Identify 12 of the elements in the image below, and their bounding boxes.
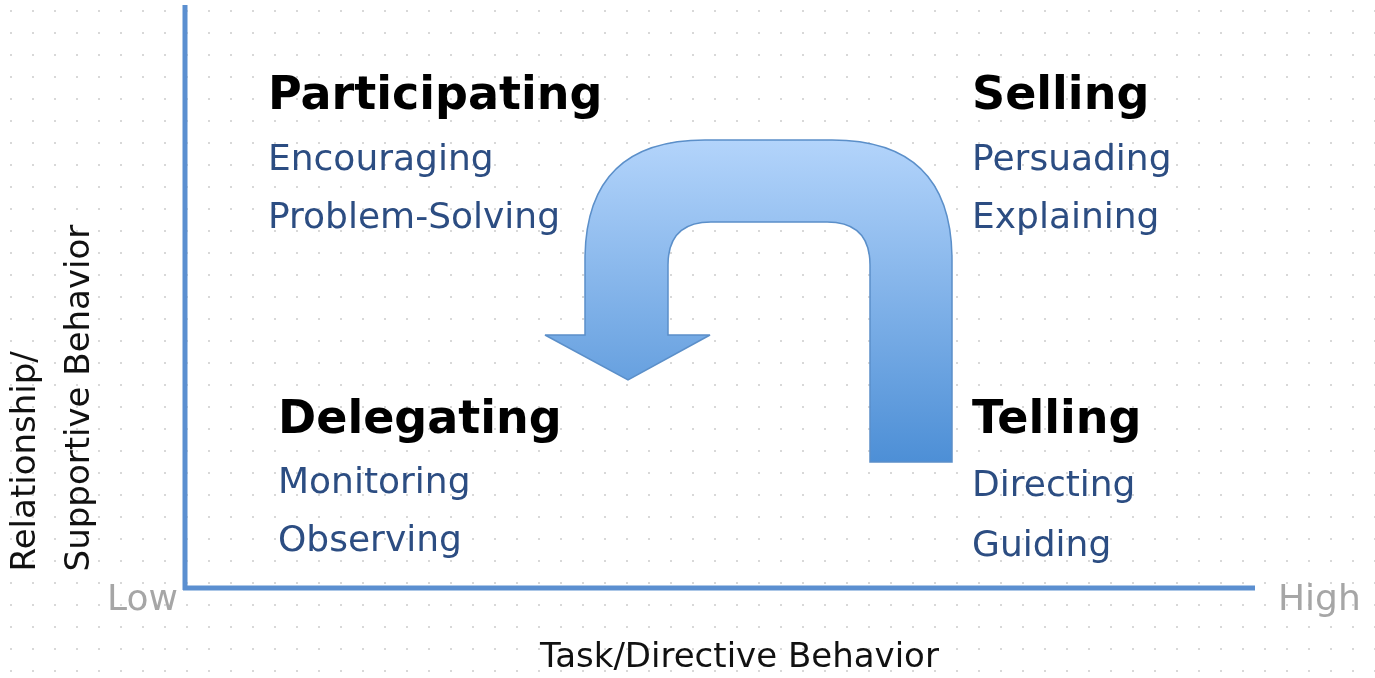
behavior-text: Directing xyxy=(972,466,1136,502)
behavior-text: Observing xyxy=(278,521,462,557)
behavior-text: Problem-Solving xyxy=(268,198,561,234)
behavior-text: Explaining xyxy=(972,198,1160,234)
axis-end-label: Low xyxy=(107,580,178,616)
behavior-text: Encouraging xyxy=(268,140,494,176)
axis-title: Relationship/ Supportive Behavior xyxy=(1,223,98,572)
behavior-text: Persuading xyxy=(972,140,1172,176)
behavior-text: Monitoring xyxy=(278,463,471,499)
axis-title: Task/Directive Behavior xyxy=(540,638,939,672)
axis-end-label: High xyxy=(1278,580,1361,616)
behavior-text: Guiding xyxy=(972,526,1112,562)
